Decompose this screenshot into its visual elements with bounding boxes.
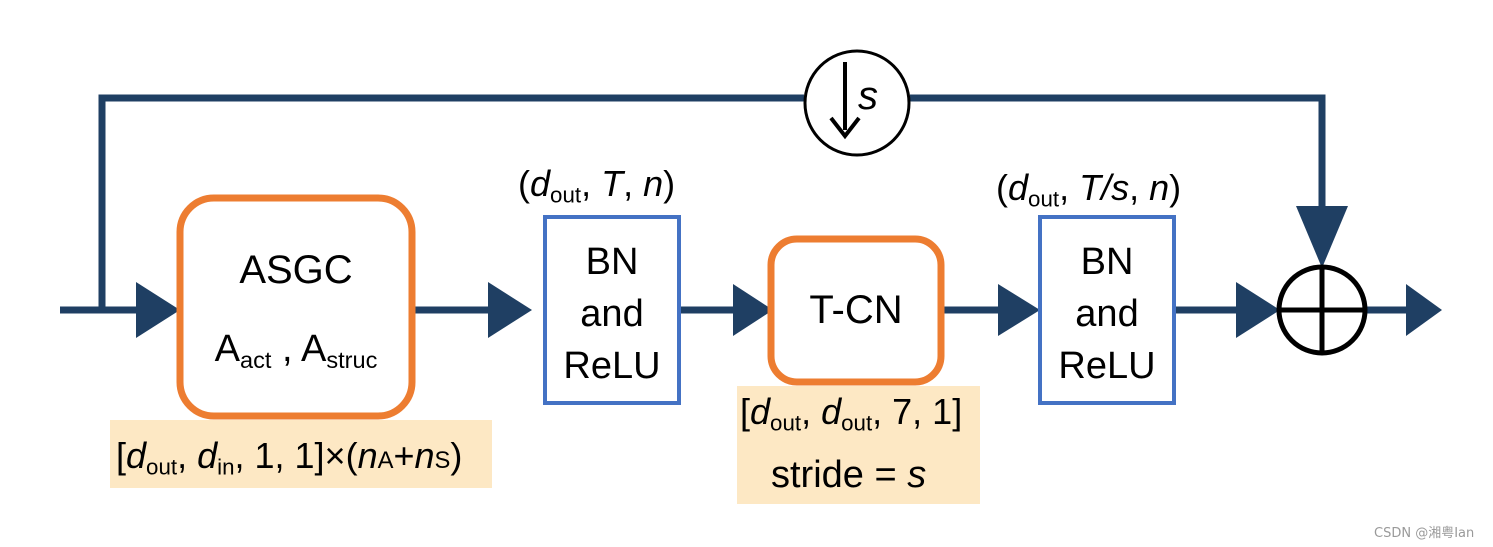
sum-node	[1276, 264, 1368, 356]
downsample-circle	[803, 49, 911, 157]
shape1-open: (	[518, 163, 530, 204]
shape1-close: )	[663, 163, 676, 204]
tcn-params-highlight	[737, 386, 980, 504]
connector-lines	[60, 94, 1408, 314]
shape1-d: d	[530, 163, 551, 204]
asgc-a-struc: A	[300, 328, 327, 370]
tcn-params-d1: d	[750, 391, 771, 432]
bn-relu-box-2	[1038, 215, 1176, 405]
shape2-comma1: ,	[1059, 167, 1080, 208]
asgc-params-sep1: ,	[177, 435, 198, 476]
shape1-d-sub: out	[550, 182, 582, 208]
arrowhead-into-tcn	[733, 284, 773, 336]
bn-relu-1-line1: BN	[585, 241, 639, 283]
asgc-params-na: n	[357, 435, 378, 476]
arrowhead-into-asgc	[136, 282, 180, 338]
asgc-params-rest: , 1, 1]×(	[234, 435, 358, 476]
shape2-d-sub: out	[1028, 186, 1060, 212]
arrowhead-skip-into-sum	[1296, 206, 1348, 268]
tcn-stride-text: stride =	[771, 454, 908, 496]
shape2-n: n	[1149, 167, 1170, 208]
shape2-t: T/s	[1079, 167, 1130, 208]
tcn-params-rest: , 7, 1]	[872, 391, 963, 432]
tcn-stride-label: stride = s	[771, 456, 926, 494]
bn-relu-label-2: BN and ReLU	[1040, 236, 1174, 392]
shape1-comma2: ,	[623, 163, 644, 204]
asgc-separator: ,	[271, 328, 301, 370]
asgc-params-d2: d	[197, 435, 218, 476]
asgc-params-highlight	[110, 420, 492, 488]
skip-connection-left	[98, 94, 804, 310]
tcn-params-sep1: ,	[801, 391, 822, 432]
asgc-params-close: )	[450, 435, 463, 476]
asgc-params-d1-sub: out	[146, 454, 178, 480]
bn-relu-1-line3: ReLU	[563, 345, 661, 387]
tcn-label: T-CN	[809, 288, 903, 332]
asgc-box	[176, 194, 416, 420]
tcn-params-d1-sub: out	[770, 410, 802, 436]
shape-label-after-asgc: (dout, T, n)	[518, 166, 675, 207]
arrowhead-into-sum	[1236, 282, 1280, 338]
downsample-arrow-icon	[829, 116, 861, 140]
asgc-a-act-subscript: act	[239, 347, 272, 374]
tcn-params-open: [	[740, 391, 751, 432]
asgc-a-act: A	[214, 328, 240, 370]
asgc-params-ns-sub: S	[434, 447, 451, 474]
tcn-box	[767, 235, 945, 386]
bn-relu-2-line2: and	[1075, 293, 1139, 335]
asgc-params-d1: d	[126, 435, 147, 476]
tcn-params-d2: d	[821, 391, 842, 432]
shape2-comma2: ,	[1129, 167, 1150, 208]
bn-relu-box-1	[543, 215, 681, 405]
shape1-t: T	[601, 163, 624, 204]
shape2-close: )	[1169, 167, 1182, 208]
shape-label-after-tcn: (dout, T/s, n)	[996, 170, 1181, 211]
bn-relu-2-line1: BN	[1080, 241, 1134, 283]
bn-relu-label-1: BN and ReLU	[545, 236, 679, 392]
tcn-params-d2-sub: out	[841, 410, 873, 436]
asgc-a-struc-subscript: struc	[326, 347, 378, 374]
tcn-stride-value: s	[907, 454, 927, 496]
shape1-comma1: ,	[581, 163, 602, 204]
asgc-params-d2-sub: in	[217, 454, 235, 480]
shape1-n: n	[643, 163, 664, 204]
asgc-params-na-sub: A	[377, 447, 394, 474]
bn-relu-2-line3: ReLU	[1058, 345, 1156, 387]
arrowheads	[136, 206, 1442, 338]
skip-connection-right	[910, 94, 1326, 210]
tcn-kernel-params: [dout, dout, 7, 1]	[740, 394, 962, 435]
shape2-open: (	[996, 167, 1008, 208]
downsample-node	[803, 49, 911, 157]
asgc-params-plus: +	[393, 435, 415, 476]
asgc-params-ns: n	[414, 435, 435, 476]
arrowhead-into-bn2	[998, 284, 1040, 336]
watermark-text: CSDN @湘粤Ian	[1374, 526, 1475, 541]
arrowhead-output	[1406, 284, 1442, 336]
asgc-kernel-params: [dout, din, 1, 1]×(nA+nS)	[116, 438, 462, 479]
asgc-params-open: [	[116, 435, 127, 476]
asgc-adjacency-label: Aact , Astruc	[180, 330, 412, 373]
bn-relu-1-line2: and	[580, 293, 644, 335]
shape2-d: d	[1008, 167, 1029, 208]
asgc-title: ASGC	[239, 248, 353, 292]
downsample-label: s	[858, 74, 878, 118]
arrowhead-into-bn1	[488, 282, 532, 338]
